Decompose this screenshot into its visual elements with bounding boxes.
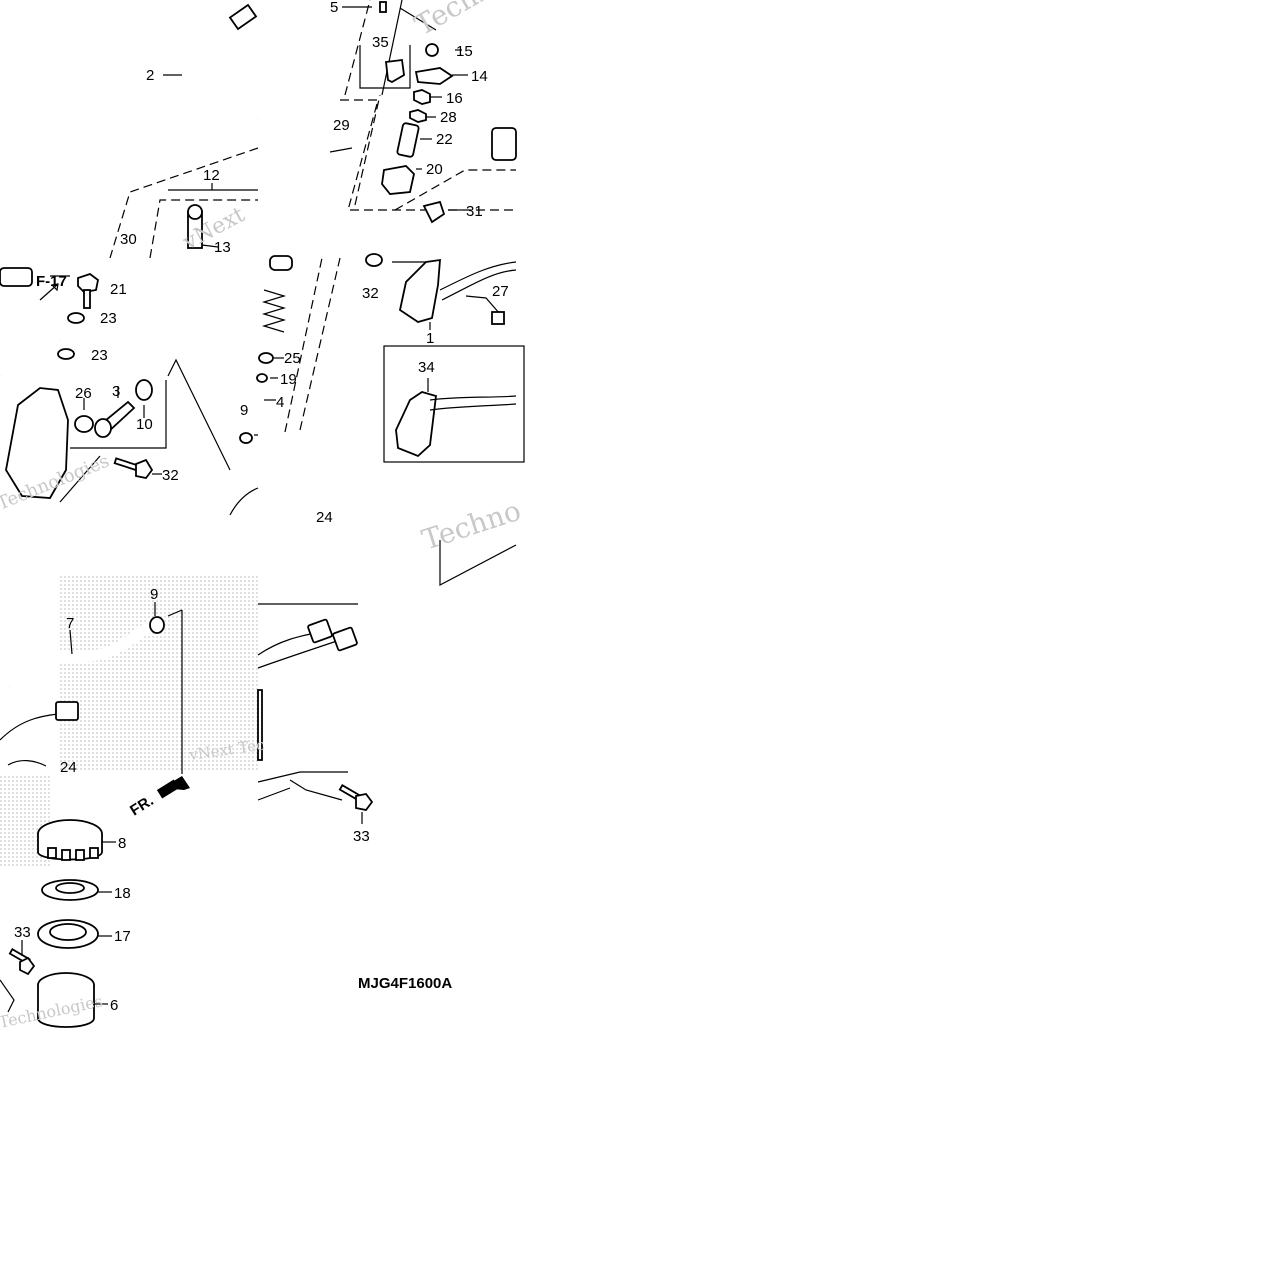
callout-18: 18: [114, 885, 131, 902]
callout-10: 10: [136, 416, 153, 433]
callout-20: 20: [426, 161, 443, 178]
callout-15: 15: [456, 43, 473, 60]
watermarks: Techno vNext Technologies vNext Tec Tech…: [0, 0, 525, 1032]
cap-8: [37, 819, 103, 861]
callout-14: 14: [471, 68, 488, 85]
callout-8: 8: [118, 835, 126, 852]
plate-18: [41, 879, 99, 901]
callout-23-top: 23: [100, 310, 117, 327]
callout-7: 7: [66, 615, 74, 632]
callout-34: 34: [418, 359, 435, 376]
switch-1: [398, 258, 441, 323]
watermark-techno-right: Techno: [418, 494, 525, 557]
callout-3: 3: [112, 383, 120, 400]
callout-30: 30: [120, 231, 137, 248]
tile-bolt-33: [289, 779, 374, 824]
bolt-33-left: [8, 948, 36, 976]
tile-reservoir-cap: [0, 776, 116, 1028]
callout-32-top: 32: [362, 285, 379, 302]
front-marker: FR.: [127, 792, 157, 819]
clevis-20: [381, 165, 415, 195]
callout-12: 12: [203, 167, 220, 184]
tile-reservoir-hose: [0, 576, 258, 799]
nut-16: [413, 89, 431, 105]
master-cylinder-body: [5, 387, 69, 499]
tile-brake-hose: [109, 3, 260, 259]
connector: [55, 701, 79, 721]
callout-26: 26: [75, 385, 92, 402]
switch-inset-frame: [383, 345, 525, 463]
bolt-32: [113, 457, 154, 479]
callout-32-bottom: 32: [162, 467, 179, 484]
hose-fitting: [228, 3, 258, 31]
callout-31: 31: [466, 203, 483, 220]
callout-9-bottom: 9: [150, 586, 158, 603]
callout-23-bottom: 23: [91, 347, 108, 364]
callout-17: 17: [114, 928, 131, 945]
spring: [261, 255, 293, 333]
switch-34: [395, 391, 437, 458]
cotter-pin: [329, 147, 353, 153]
callouts: 5 2 35 15 14 16 28 29 22 20 12 31 30 13 …: [14, 0, 509, 1014]
tile-spring-switch: [239, 253, 525, 463]
callout-25: 25: [284, 350, 301, 367]
callout-27: 27: [492, 283, 509, 300]
bracket-14: [414, 67, 454, 85]
callout-21: 21: [110, 281, 127, 298]
tile-wiring: [257, 603, 358, 801]
callout-19: 19: [280, 371, 297, 388]
callout-1: 1: [426, 330, 434, 347]
bracket-35: [385, 58, 405, 84]
callout-24-top: 24: [316, 509, 333, 526]
reference-f17: F-17: [36, 273, 67, 290]
watermark-techno-top: Techno: [409, 0, 514, 42]
callout-35: 35: [372, 34, 389, 51]
collar-22: [396, 122, 420, 158]
callout-6: 6: [110, 997, 118, 1014]
callout-24-bottom: 24: [60, 759, 77, 776]
callout-4: 4: [276, 394, 284, 411]
callout-13: 13: [214, 239, 231, 256]
diagram-code: MJG4F1600A: [358, 975, 452, 992]
callout-5: 5: [330, 0, 338, 16]
bolt-21: [77, 272, 99, 309]
halftone-logo: [60, 576, 258, 772]
callout-29: 29: [333, 117, 350, 134]
callout-33-right: 33: [353, 828, 370, 845]
callout-22: 22: [436, 131, 453, 148]
joint-31: [422, 200, 446, 224]
callout-2: 2: [146, 67, 154, 84]
callout-33-left: 33: [14, 924, 31, 941]
bolt-33-right: [338, 784, 374, 811]
diaphragm-17: [37, 919, 99, 949]
callout-28: 28: [440, 109, 457, 126]
reservoir-6: [37, 972, 95, 1028]
tile-pedal-hardware: [329, 0, 517, 224]
tile-master-cylinder: [0, 267, 259, 516]
pin: [379, 1, 387, 13]
callout-9-top: 9: [240, 402, 248, 419]
bleeder-screw: [187, 204, 203, 249]
callout-16: 16: [446, 90, 463, 107]
tile-reservoir-frame: [439, 540, 517, 586]
